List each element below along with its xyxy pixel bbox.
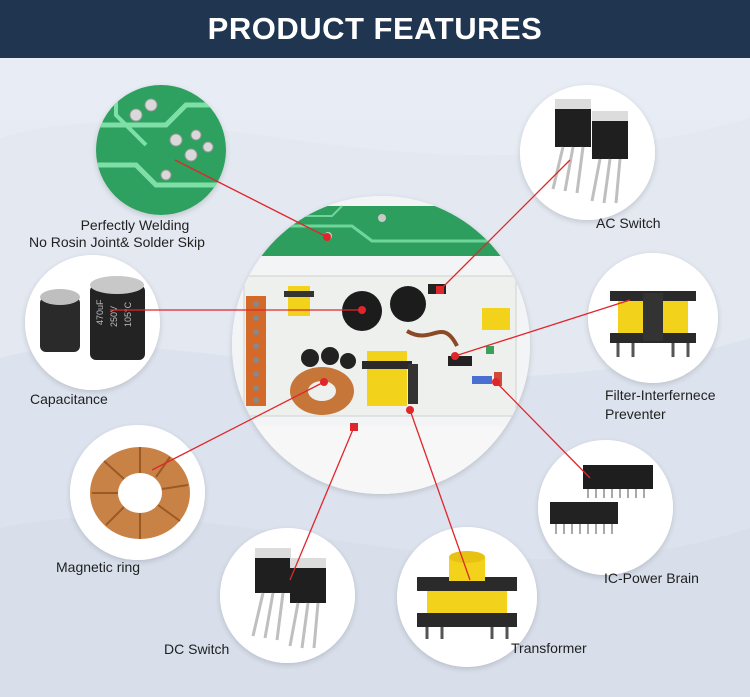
welding-label-line1: Perfectly Welding	[80, 217, 190, 233]
welding-label-line2: No Rosin Joint& Solder Skip	[29, 234, 205, 250]
ac-switch-label: AC Switch	[596, 215, 661, 231]
dc-switch-image	[220, 528, 355, 663]
welding-image	[96, 85, 226, 215]
welding-label: Perfectly Welding No Rosin Joint& Solder…	[29, 217, 205, 251]
capacitance-label: Capacitance	[30, 391, 108, 407]
capacitor-marking-a: 470uF	[95, 299, 105, 325]
filter-label: Filter-Interfernece Preventer	[605, 387, 715, 423]
capacitor-marking-b: 250V	[109, 306, 119, 327]
magnetic-ring-label: Magnetic ring	[56, 559, 141, 575]
ic-power-image	[538, 440, 673, 575]
central-pcb-image	[232, 196, 530, 494]
filter-image	[588, 253, 718, 383]
ac-switch-image	[520, 85, 655, 220]
magnetic-ring-image	[70, 425, 205, 560]
dc-switch-label: DC Switch	[164, 641, 230, 657]
capacitor-marking-c: 105°C	[123, 301, 133, 327]
page-title: PRODUCT FEATURES	[207, 11, 543, 46]
ic-power-label: IC-Power Brain	[604, 570, 699, 586]
header-bar: PRODUCT FEATURES	[0, 0, 750, 58]
transformer-label: Transformer	[511, 640, 587, 656]
capacitance-image: 470uF 250V 105°C	[25, 255, 160, 390]
filter-label-line1: Filter-Interfernece	[605, 387, 716, 403]
filter-label-line2: Preventer	[605, 406, 666, 422]
